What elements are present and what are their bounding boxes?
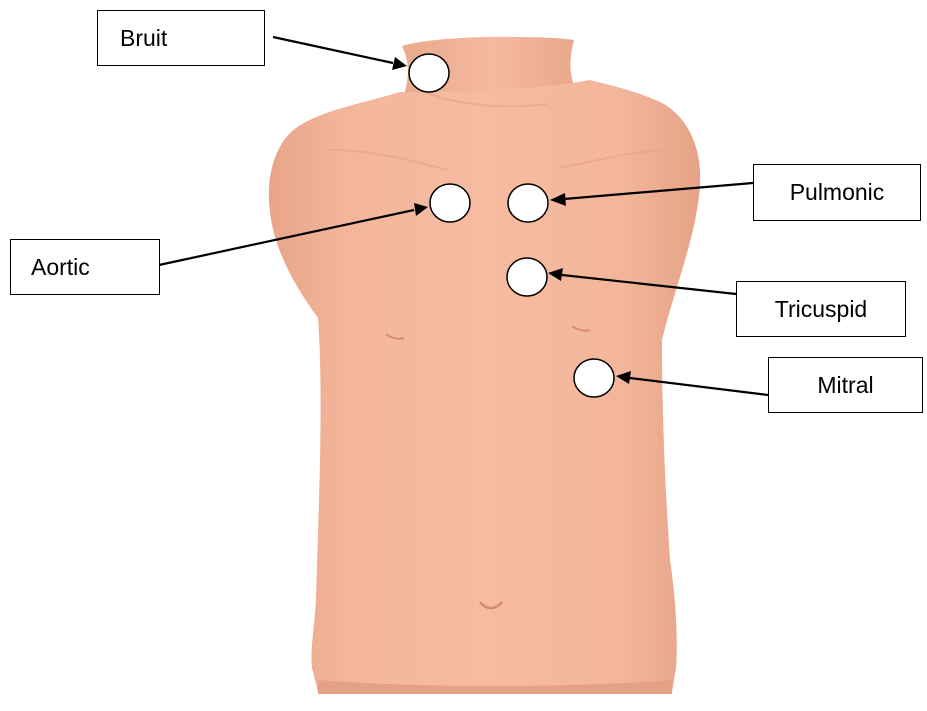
tricuspid-label: Tricuspid (736, 281, 906, 337)
pulmonic-marker (508, 184, 548, 222)
pulmonic-label: Pulmonic (753, 164, 921, 221)
bruit-arrow-line (273, 37, 393, 63)
bruit-arrowhead (392, 57, 407, 70)
bruit-label: Bruit (97, 10, 265, 66)
tricuspid-marker (507, 258, 547, 296)
mitral-label: Mitral (768, 357, 923, 413)
aortic-label: Aortic (10, 239, 160, 295)
aortic-marker (430, 184, 470, 222)
bruit-marker (409, 54, 449, 92)
torso-shape (269, 80, 700, 692)
mitral-marker (574, 359, 614, 397)
